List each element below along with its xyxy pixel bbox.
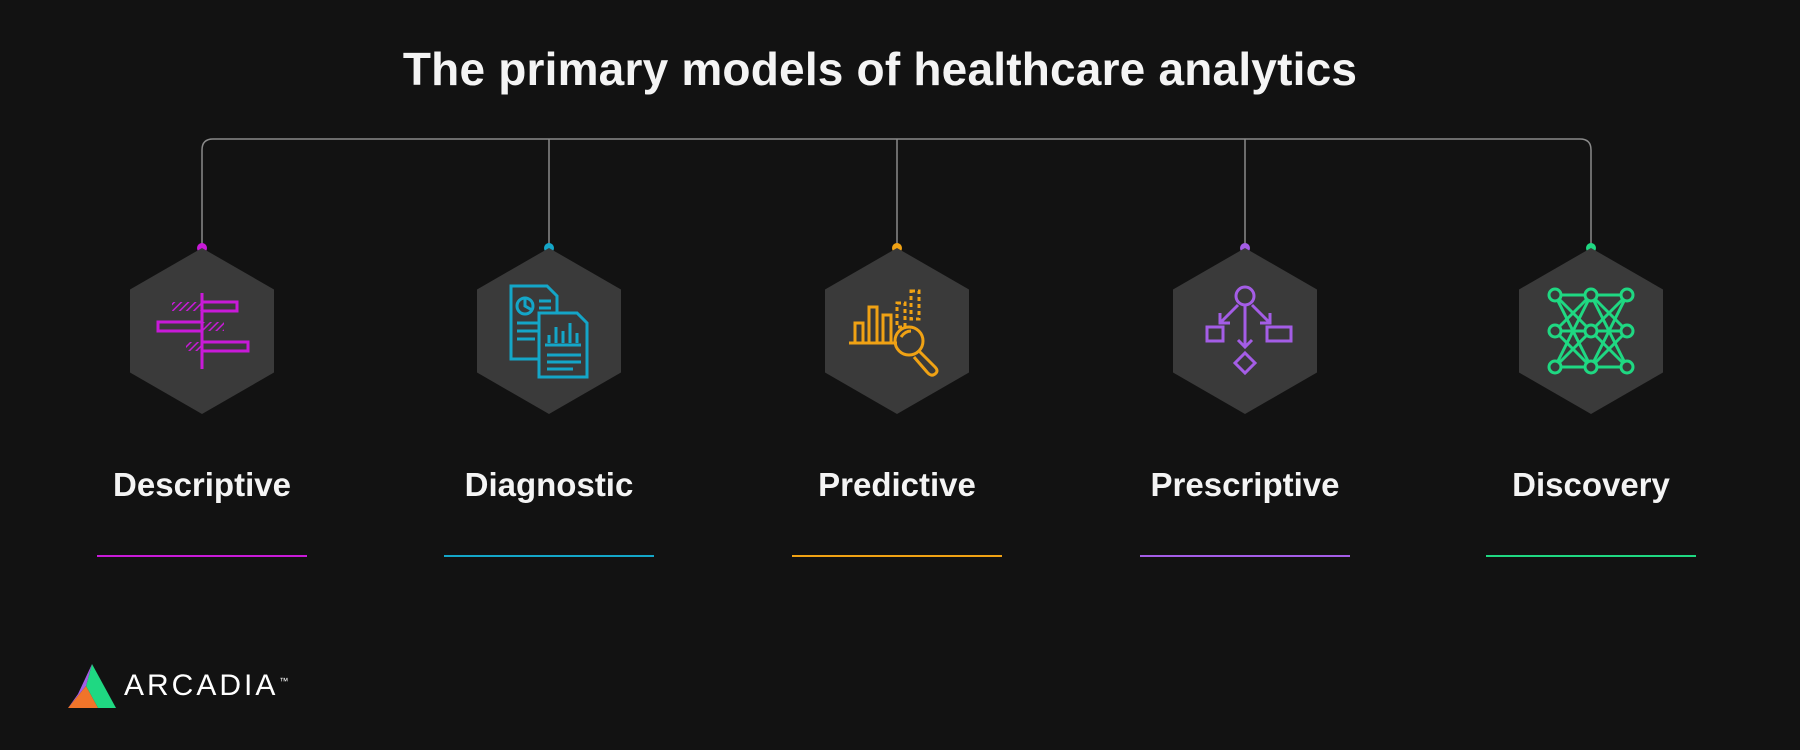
arcadia-mark-icon <box>68 664 116 708</box>
model-underline <box>792 555 1002 557</box>
brand-logo[interactable]: ARCADIA™ <box>68 663 291 709</box>
model-predictive: Predictive <box>777 0 1017 750</box>
trademark-symbol: ™ <box>279 676 292 686</box>
model-label: Diagnostic <box>464 466 634 503</box>
model-underline <box>97 555 307 557</box>
report-documents-icon <box>499 281 599 381</box>
model-discovery: Discovery <box>1471 0 1711 750</box>
model-label: Prescriptive <box>1150 466 1340 503</box>
aligned-bars-icon <box>152 281 252 381</box>
hexagon-tile <box>825 248 969 414</box>
chart-magnifier-icon <box>847 281 947 381</box>
brand-name: ARCADIA™ <box>124 669 292 702</box>
page-title: The primary models of healthcare analyti… <box>402 43 1358 95</box>
model-underline <box>1486 555 1696 557</box>
model-prescriptive: Prescriptive <box>1125 0 1365 750</box>
neural-network-icon <box>1541 281 1641 381</box>
decision-flow-icon <box>1195 281 1295 381</box>
model-descriptive: Descriptive <box>82 0 322 750</box>
model-label: Discovery <box>1512 466 1670 503</box>
model-diagnostic: Diagnostic <box>429 0 669 750</box>
model-underline <box>444 555 654 557</box>
model-label: Predictive <box>818 466 976 503</box>
model-label: Descriptive <box>113 466 291 503</box>
model-underline <box>1140 555 1350 557</box>
